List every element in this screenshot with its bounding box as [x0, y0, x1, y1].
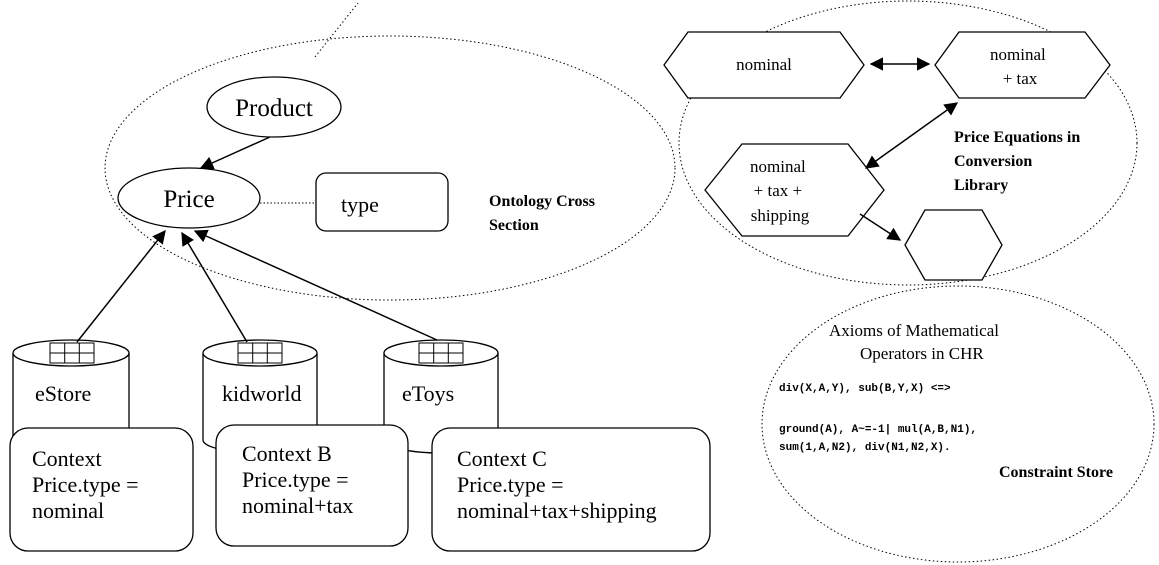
- context-line: Price.type =: [32, 472, 139, 497]
- library-node-line: nominal: [750, 157, 806, 176]
- ontology-section-label: Ontology Cross Section: [489, 193, 599, 234]
- shipping-to-empty-arrow: [859, 213, 902, 241]
- type-label: type: [341, 192, 379, 217]
- library-label: Price Equations in Conversion Library: [954, 129, 1084, 194]
- library-label-line: Conversion: [954, 153, 1032, 170]
- price-node: [117, 167, 261, 229]
- library-node-nominal-tax: [934, 31, 1111, 99]
- product-to-price-arrow: [199, 136, 271, 170]
- library-node-text: nominal: [736, 55, 792, 74]
- source-label: eToys: [402, 381, 454, 406]
- context-line: Context: [32, 446, 102, 471]
- ontology-dotted-tail: [314, 2, 359, 58]
- constraint-code-line: sum(1,A,N2), div(N1,N2,X).: [779, 442, 951, 454]
- library-node-line: + tax: [1003, 69, 1038, 88]
- context-line: Price.type =: [242, 467, 349, 492]
- context-line: Context B: [242, 441, 332, 466]
- table-icon: [237, 342, 283, 364]
- constraint-title-line: Operators in CHR: [860, 344, 984, 363]
- constraint-store-label: Constraint Store: [999, 464, 1113, 481]
- ontology-section-label-line: Ontology Cross: [489, 193, 595, 210]
- etoys-to-price-arrow: [193, 229, 438, 341]
- constraint-title: Axioms of Mathematical Operators in CHR: [829, 321, 1003, 363]
- context-line: nominal+tax+shipping: [457, 498, 657, 523]
- library-node-line: + tax +: [754, 181, 802, 200]
- context-box-b: [215, 424, 409, 547]
- context-b-text: Context B Price.type = nominal+tax: [242, 441, 354, 518]
- source-label: kidworld: [222, 381, 301, 406]
- context-a-text: Context Price.type = nominal: [32, 446, 144, 523]
- context-c-text: Context C Price.type = nominal+tax+shipp…: [457, 446, 657, 523]
- source-label: eStore: [35, 381, 91, 406]
- ontology-section-label-line: Section: [489, 217, 539, 234]
- constraint-code-line: ground(A), A~=-1| mul(A,B,N1),: [779, 424, 977, 436]
- library-label-line: Library: [954, 177, 1008, 194]
- constraint-boundary: [761, 285, 1155, 563]
- context-line: nominal: [32, 498, 104, 523]
- library-node-nominal: [663, 31, 865, 99]
- library-node-empty: [904, 209, 1003, 281]
- context-line: nominal+tax: [242, 493, 353, 518]
- product-node: [206, 76, 342, 138]
- library-node-text: nominal + tax: [990, 45, 1050, 88]
- nominal-tax-shipping-arrow: [864, 102, 959, 169]
- context-box-a: [9, 427, 194, 552]
- type-node: [315, 172, 449, 232]
- product-label: Product: [235, 95, 313, 122]
- library-label-line: Price Equations in: [954, 129, 1080, 146]
- library-boundary: [678, 0, 1138, 286]
- constraint-title-line: Axioms of Mathematical: [829, 321, 999, 340]
- price-label: Price: [163, 186, 214, 213]
- ontology-boundary: [104, 35, 676, 301]
- table-icon: [418, 342, 464, 364]
- constraint-code-line: div(X,A,Y), sub(B,Y,X) <=>: [779, 383, 951, 395]
- kidworld-to-price-arrow: [181, 231, 248, 343]
- library-node-line: nominal: [990, 45, 1046, 64]
- library-node-nominal-tax-shipping: [704, 143, 885, 237]
- library-node-line: shipping: [751, 206, 810, 225]
- table-icon: [49, 342, 95, 364]
- library-node-text: nominal + tax + shipping: [750, 157, 810, 225]
- context-box-c: [431, 427, 711, 552]
- context-line: Context C: [457, 446, 547, 471]
- estore-to-price-arrow: [76, 229, 166, 343]
- context-line: Price.type =: [457, 472, 564, 497]
